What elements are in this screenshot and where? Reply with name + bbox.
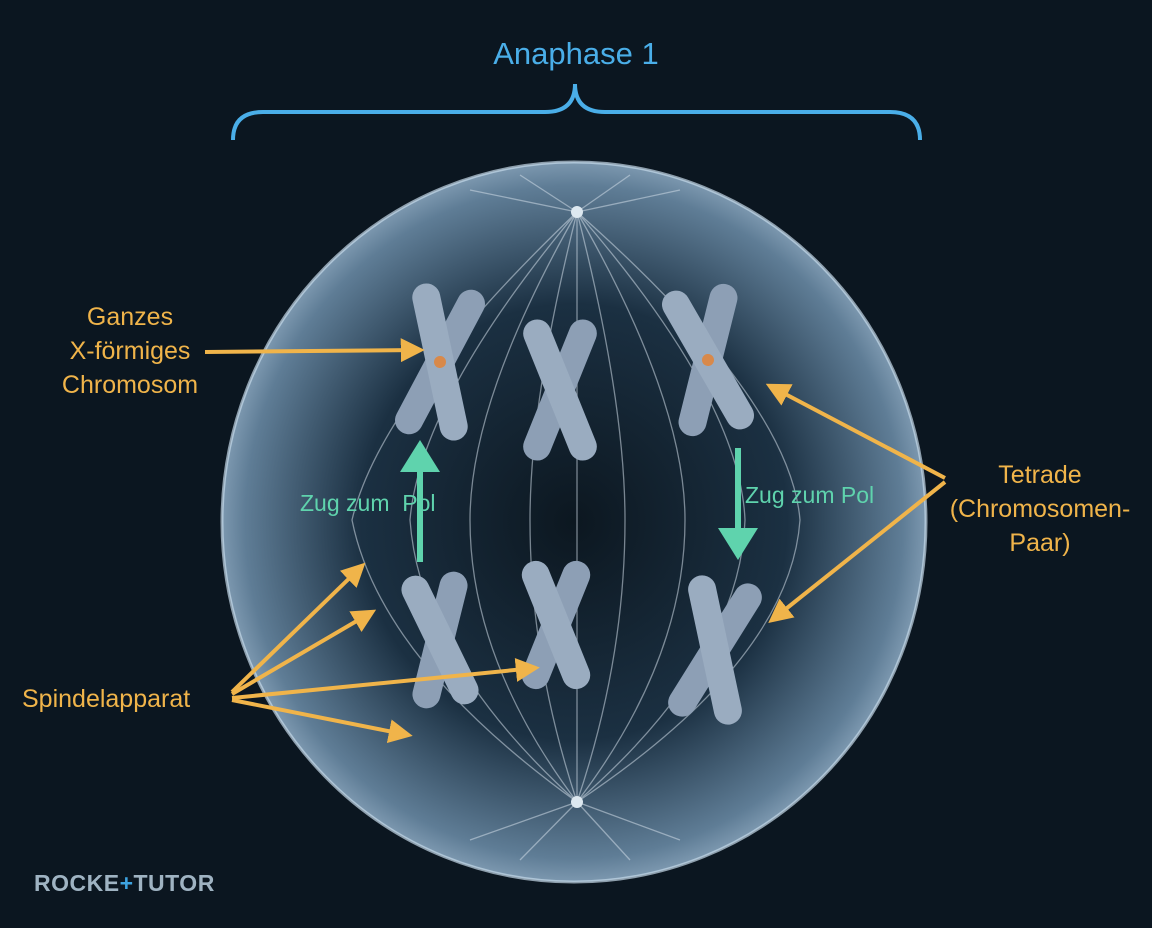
label-tetrade: Tetrade (Chromosomen- Paar) bbox=[935, 458, 1145, 560]
chromosome-bottom-middle bbox=[521, 560, 591, 690]
brand-logo: ROCKE+TUTOR bbox=[34, 870, 215, 897]
title-brace bbox=[231, 83, 922, 141]
logo-plus: + bbox=[119, 870, 134, 896]
chromosome-top-left bbox=[395, 283, 485, 441]
upper-pole bbox=[571, 206, 583, 218]
chromosome-top-middle bbox=[523, 319, 597, 461]
arrow-tetrade-top bbox=[765, 383, 946, 480]
label-tetrade-line2: (Chromosomen- bbox=[949, 495, 1131, 523]
arrow-spindle-2 bbox=[230, 609, 377, 696]
chromosome-bottom-left bbox=[401, 571, 479, 709]
logo-part1: ROCKE bbox=[34, 870, 120, 896]
arrow-spindle-3 bbox=[231, 657, 540, 700]
chromosome-bottom-right bbox=[668, 575, 762, 725]
label-tetrade-line1: Tetrade bbox=[998, 461, 1082, 489]
pull-arrow-up bbox=[400, 440, 440, 562]
arrow-tetrade-bottom bbox=[768, 480, 947, 623]
chromosome-top-right bbox=[662, 283, 754, 437]
arrow-chromosome bbox=[204, 338, 425, 363]
lower-pole bbox=[571, 796, 583, 808]
logo-part4: R bbox=[197, 870, 215, 896]
label-chromosome-line3: Chromosom bbox=[61, 371, 199, 399]
logo-part3: TUTO bbox=[133, 870, 198, 896]
label-pull-left: Zug zum Pol bbox=[300, 490, 436, 516]
label-chromosome: Ganzes X-förmiges Chromosom bbox=[40, 300, 220, 402]
label-tetrade-line3: Paar) bbox=[1009, 529, 1071, 557]
label-chromosome-line2: X-förmiges bbox=[69, 337, 191, 365]
arrow-spindle-4 bbox=[231, 698, 413, 744]
arrow-spindle-1 bbox=[230, 562, 366, 694]
diagram-title: Anaphase 1 bbox=[493, 36, 659, 71]
pull-arrow-down bbox=[718, 448, 758, 560]
cell-body bbox=[222, 162, 926, 882]
label-arrows bbox=[204, 338, 947, 744]
label-chromosome-line1: Ganzes bbox=[86, 303, 174, 331]
label-pull-right: Zug zum Pol bbox=[745, 482, 875, 508]
cell-membrane bbox=[220, 160, 928, 884]
label-spindle: Spindelapparat bbox=[22, 685, 191, 713]
